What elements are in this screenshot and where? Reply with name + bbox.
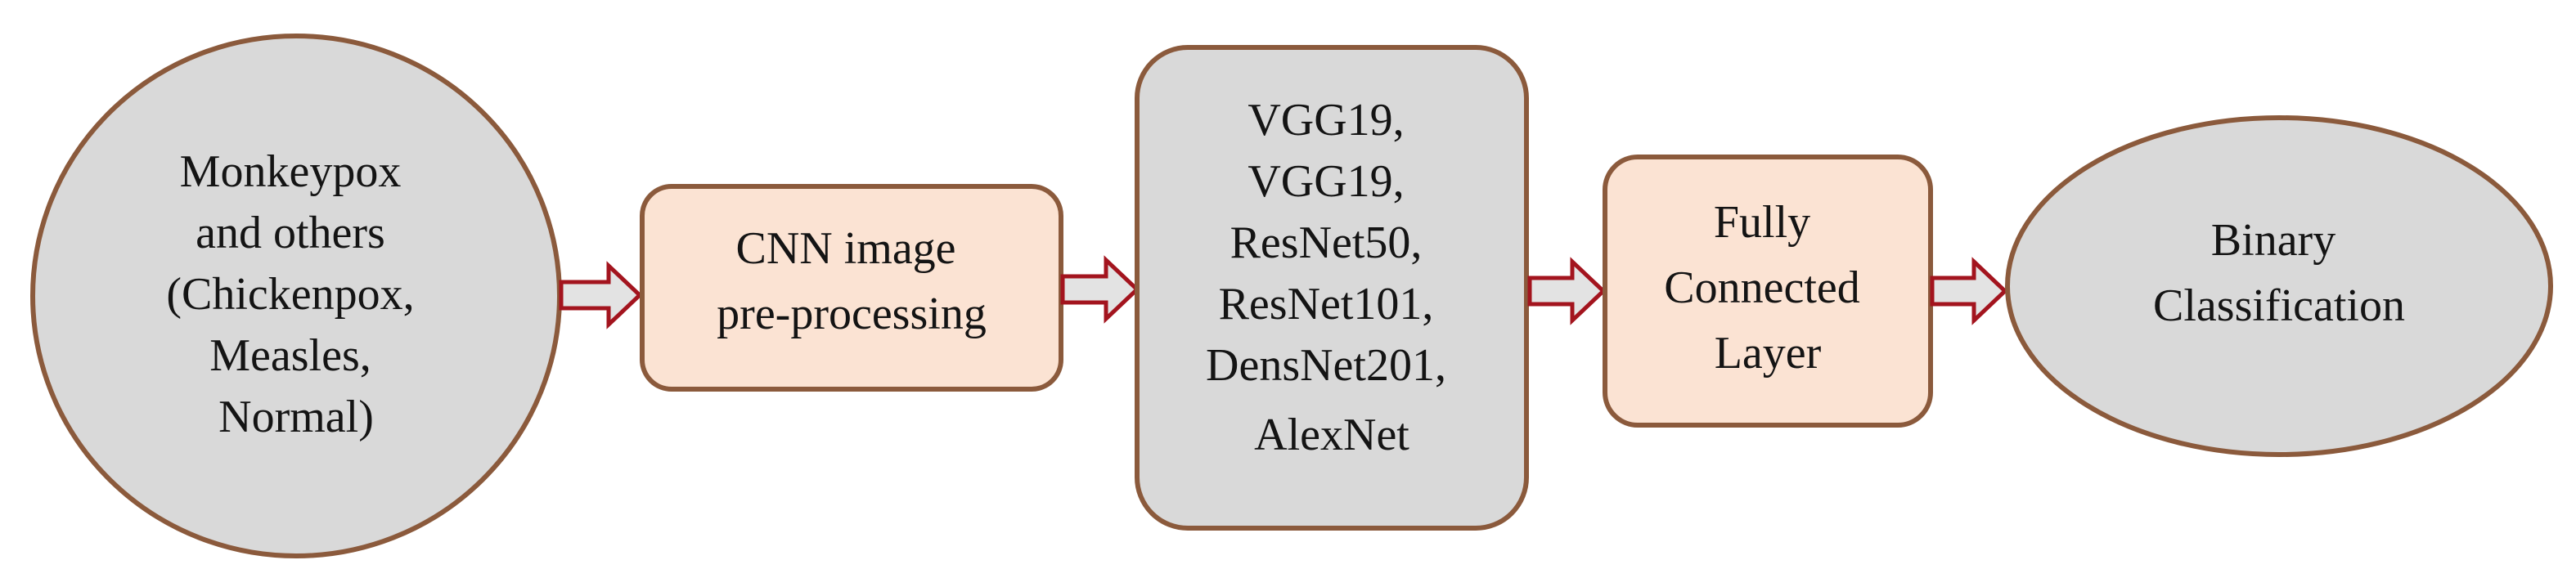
fc-node: Fully Connected Layer [1603,155,1933,428]
models-node: VGG19, VGG19, ResNet50, ResNet101, DensN… [1135,45,1529,531]
fc-node-line: Connected [1664,262,1859,313]
fc-node-text: Fully Connected Layer [1664,197,1871,379]
input-node-line: (Chickenpox, [166,269,414,320]
output-node-shape [2005,115,2553,457]
models-node-text: VGG19, VGG19, ResNet50, ResNet101, DensN… [1206,95,1458,460]
output-node-line: Binary [2211,215,2335,266]
output-node-text: Binary Classification [2153,215,2405,331]
models-node-line: ResNet101, [1219,279,1434,329]
input-node-line: Monkeypox [180,146,402,197]
output-node-line: Classification [2153,280,2405,331]
flow-arrow [1527,257,1607,325]
fc-node-line: Fully [1714,197,1810,248]
preprocessing-node-line: pre-processing [717,289,987,339]
models-node-line: VGG19, [1248,95,1404,146]
input-node-line: and others [196,208,385,258]
input-node-text: Monkeypox and others (Chickenpox, Measle… [166,146,425,442]
models-node-shape [1135,45,1529,531]
models-node-line: VGG19, [1248,156,1404,207]
flow-arrow [559,261,643,329]
models-node-line: ResNet50, [1230,217,1423,268]
output-node: Binary Classification [2005,115,2553,457]
preprocessing-node: CNN image pre-processing [640,184,1063,392]
input-node: Monkeypox and others (Chickenpox, Measle… [30,34,562,558]
models-node-line: DensNet201, [1206,340,1446,391]
fc-node-line: Layer [1715,328,1822,379]
flow-arrow [1060,255,1140,324]
preprocessing-node-line: CNN image [735,223,955,274]
flow-arrow [1930,257,2008,325]
input-node-line: Normal) [218,392,374,442]
models-node-line: AlexNet [1254,410,1409,460]
input-node-line: Measles, [209,330,371,381]
preprocessing-node-shape [640,184,1063,392]
preprocessing-node-text: CNN image pre-processing [717,223,987,339]
